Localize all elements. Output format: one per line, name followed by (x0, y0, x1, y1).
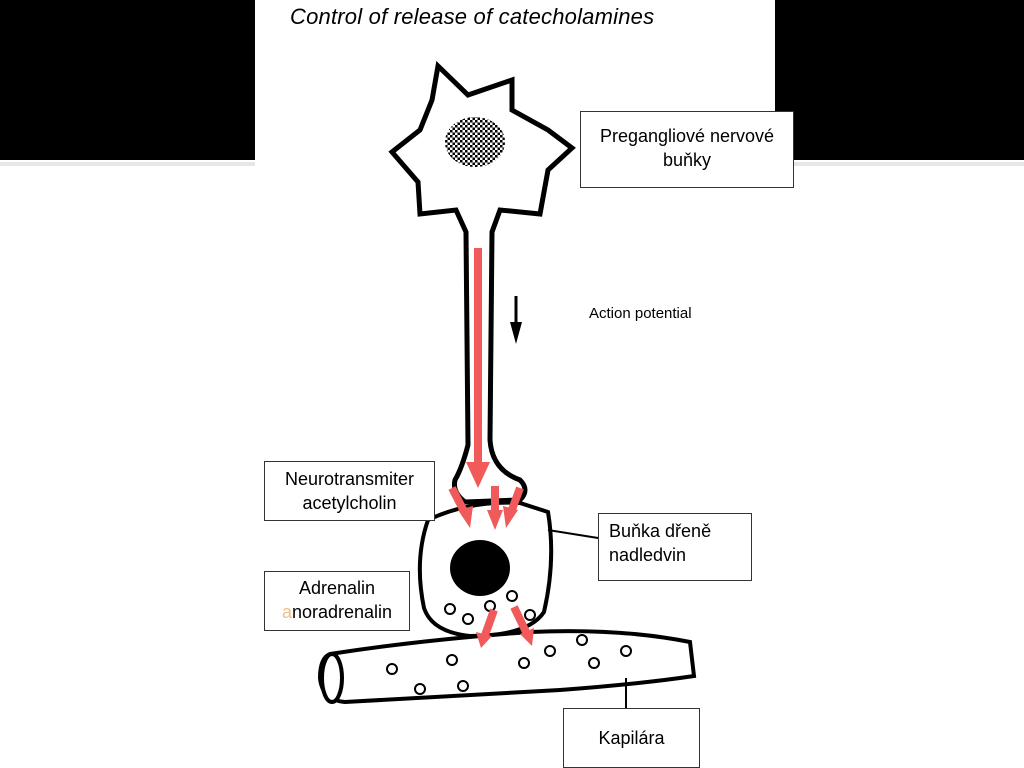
callout-neurotransmitter: Neurotransmiter acetylcholin (264, 461, 435, 521)
callout-neurotransmitter-line1: Neurotransmiter (284, 469, 415, 489)
medulla-granules (444, 590, 536, 625)
callout-hormones-prefix: a (281, 602, 292, 623)
callout-preganglionic: Pregangliové nervové buňky (580, 111, 794, 188)
callout-hormones-line2: anoradrenalin (265, 600, 409, 624)
action-potential-label: Action potential (589, 305, 692, 322)
callout-hormones: Adrenalin anoradrenalin (264, 571, 410, 631)
callout-hormones-line1: Adrenalin (298, 578, 376, 598)
callout-capillary: Kapilára (563, 708, 700, 768)
callout-medulla-cell-line2: nadledvin (609, 545, 687, 566)
capillary-granules (386, 634, 632, 695)
callout-capillary-text: Kapilára (598, 728, 665, 748)
callout-hormones-word: noradrenalin (291, 602, 393, 623)
callout-preganglionic-line2: buňky (662, 150, 712, 171)
capillary-end (320, 652, 344, 704)
callout-neurotransmitter-line2: acetylcholin (302, 493, 397, 514)
callout-preganglionic-line1: Pregangliové nervové (599, 126, 775, 146)
callout-medulla-cell: Buňka dřeně nadledvin (598, 513, 752, 581)
red-arrowheads (458, 462, 534, 648)
neuron-nucleus (445, 117, 505, 167)
callout-medulla-cell-line1: Buňka dřeně (609, 521, 712, 541)
capillary-outline (317, 629, 697, 705)
diagram-title: Control of release of catecholamines (290, 4, 655, 29)
medulla-cell-pointer (547, 529, 599, 539)
medulla-nucleus (450, 540, 510, 596)
